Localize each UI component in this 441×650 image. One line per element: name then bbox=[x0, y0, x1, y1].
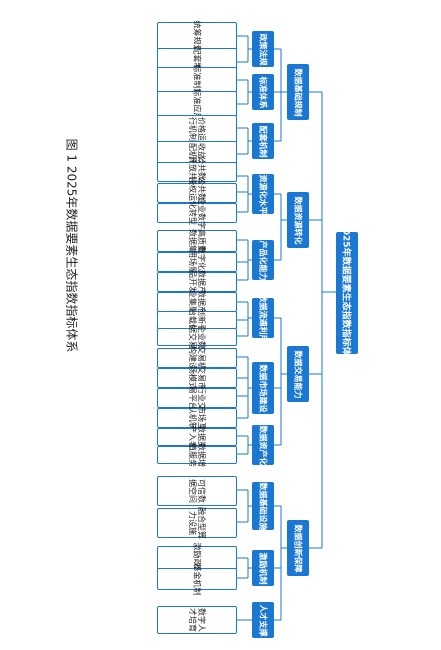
leaf-node: 激励政策 bbox=[157, 542, 237, 574]
subdimension-node: 人才支撑 bbox=[252, 602, 274, 638]
leaf-node: 数据增 值服务 bbox=[157, 443, 237, 467]
connector-infra bbox=[237, 489, 252, 523]
leaf-node: 企业数字 化转型 bbox=[157, 197, 237, 229]
connector-dim1 bbox=[274, 48, 287, 142]
dimension-node: 数据资源转化 bbox=[287, 192, 309, 248]
leaf-node: 公共数据 开放共享 bbox=[157, 156, 237, 188]
leaf-node: 市场互 认机制 bbox=[157, 406, 237, 430]
connector-dim2 bbox=[274, 193, 287, 261]
subdimension-node: 数据资产化 bbox=[252, 425, 274, 465]
dimension-node: 数据创新保障 bbox=[287, 520, 309, 576]
connector-circulation bbox=[237, 301, 252, 337]
connector-product bbox=[237, 239, 252, 281]
leaf-node: 企业数 据交易 bbox=[157, 325, 237, 349]
connector-resource bbox=[237, 175, 252, 213]
connector-incentive bbox=[237, 557, 252, 579]
subdimension-node: 标准体系 bbox=[252, 74, 274, 110]
subdimension-node: 数据市场建设 bbox=[252, 362, 274, 414]
connector-market bbox=[237, 356, 252, 419]
subdimension-node: 激励机制 bbox=[252, 550, 274, 586]
subdimension-node: 配套机制 bbox=[252, 123, 274, 159]
connector-dim3 bbox=[274, 317, 287, 446]
subdimension-node: 资源化水平 bbox=[252, 174, 274, 214]
figure-caption: 图 1 2025年数据要素生态指数指标体系 bbox=[64, 138, 79, 352]
leaf-node: 数字化应 用场景 bbox=[157, 246, 237, 278]
connector-mechanism bbox=[237, 127, 252, 155]
leaf-node: 数字人 才培育 bbox=[157, 606, 237, 634]
leaf-node: 融合型算 力设施 bbox=[157, 507, 237, 539]
connector-policy bbox=[237, 35, 252, 63]
connector-root bbox=[309, 91, 336, 549]
leaf-node: 基金机制 bbox=[157, 563, 237, 595]
subdimension-node: 数据基础设施 bbox=[252, 482, 274, 530]
subdimension-node: 产品化能力 bbox=[252, 240, 274, 280]
leaf-node: 行业交 易平台 bbox=[157, 386, 237, 410]
root-node: 2025年数据要素生态指数指标体系 bbox=[336, 222, 358, 364]
leaf-node: 交易市 场模式 bbox=[157, 366, 237, 390]
subdimension-node: 数据流通利用 bbox=[252, 294, 274, 342]
connector-asset bbox=[237, 435, 252, 455]
leaf-node: 可信数 据空间 bbox=[157, 476, 237, 506]
leaf-node: 价格运 行机制 bbox=[157, 115, 237, 143]
leaf-node: 交易机 构建设 bbox=[157, 346, 237, 370]
leaf-node: 公共数据 授权运营 bbox=[157, 177, 237, 209]
leaf-node: 数据产 品开发 bbox=[157, 270, 237, 294]
leaf-node: 标准应用 bbox=[157, 88, 237, 120]
dimension-node: 数据交易能力 bbox=[287, 346, 309, 402]
leaf-node: 统筹规划 bbox=[157, 20, 237, 52]
leaf-node: 高质量 数据集 bbox=[157, 229, 237, 253]
leaf-node: 数据资 产入表 bbox=[157, 425, 237, 449]
connector-dim4 bbox=[274, 505, 287, 621]
subdimension-node: 政策法规 bbox=[252, 31, 274, 67]
connector-standard bbox=[237, 79, 252, 105]
dimension-node: 数据基础规制 bbox=[287, 64, 309, 120]
